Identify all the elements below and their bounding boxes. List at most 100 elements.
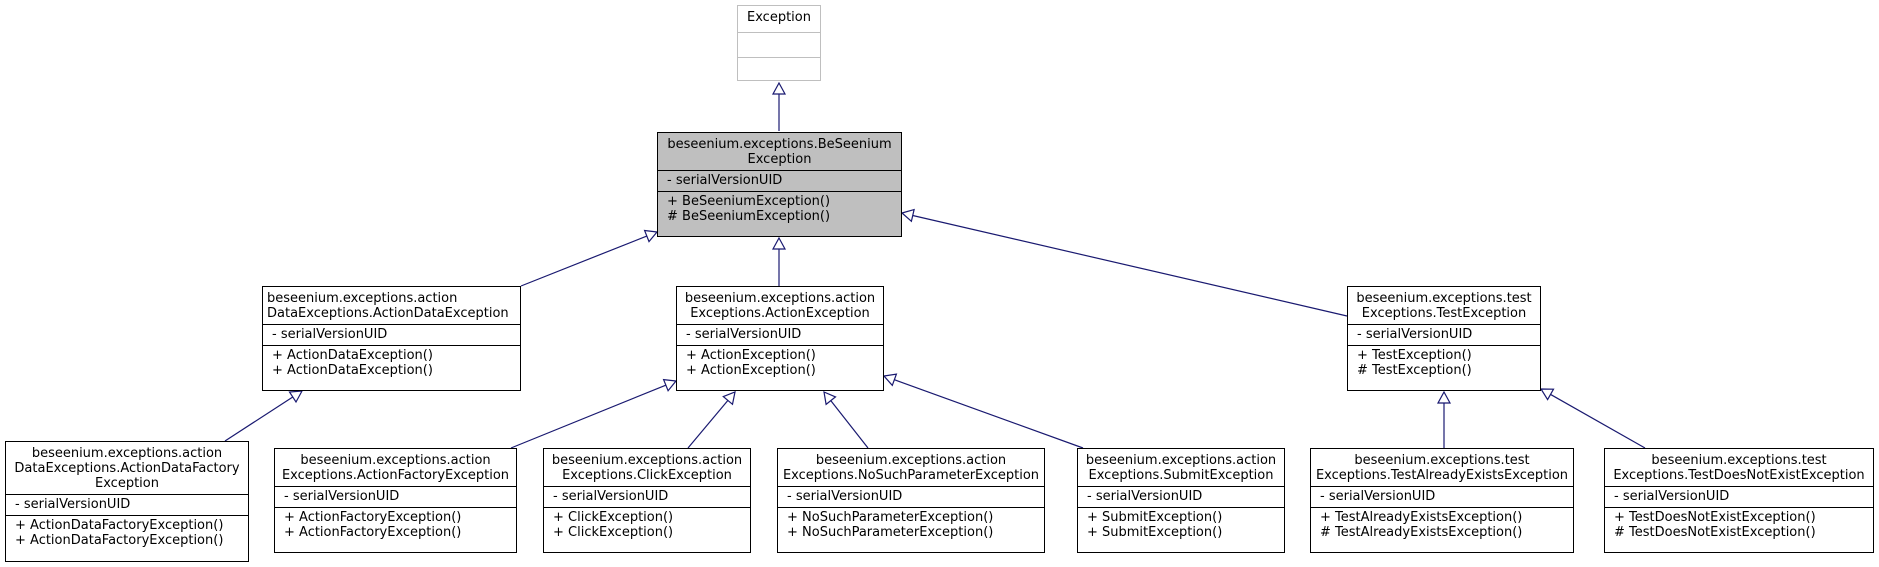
class-title: beseenium.exceptions.action Exceptions.A… [677,287,883,324]
class-title-line: Exception [95,476,159,491]
attribute: - serialVersionUID [1614,489,1730,504]
attribute: - serialVersionUID [667,173,783,188]
edge-line [830,400,869,449]
inheritance-arrowhead-icon [1539,388,1555,401]
class-title-line: DataExceptions.ActionDataFactory [14,461,240,476]
edge-line [224,396,294,442]
class-beseenium-exception[interactable]: beseenium.exceptions.BeSeenium Exception… [657,132,902,237]
class-title-line: beseenium.exceptions.action [551,453,743,468]
class-title: beseenium.exceptions.action Exceptions.S… [1078,449,1284,486]
attribute-section: - serialVersionUID [1311,486,1573,507]
class-title: beseenium.exceptions.action DataExceptio… [263,287,520,324]
inheritance-edge-nosuchparameter-to-action [823,391,869,449]
attribute-section: - serialVersionUID [658,170,901,191]
class-title-line: Exceptions.TestAlreadyExistsException [1315,468,1569,483]
class-title-line: Exceptions.ActionException [690,306,870,321]
attribute: - serialVersionUID [272,327,388,342]
class-submit-exception[interactable]: beseenium.exceptions.action Exceptions.S… [1077,448,1285,553]
attribute: - serialVersionUID [1357,327,1473,342]
class-title-line: DataExceptions.ActionDataException [267,306,509,321]
method: + ClickException() [553,510,674,525]
class-exception[interactable]: Exception [737,5,821,81]
inheritance-arrowhead-icon [722,391,736,406]
inheritance-edge-actionfactory-to-action [510,378,678,449]
class-action-exception[interactable]: beseenium.exceptions.action Exceptions.A… [676,286,884,391]
class-test-already-exists-exception[interactable]: beseenium.exceptions.test Exceptions.Tes… [1310,448,1574,553]
method-section [738,57,820,80]
method: + TestAlreadyExistsException() [1320,510,1523,525]
class-title-line: Exceptions.SubmitException [1088,468,1274,483]
attribute: - serialVersionUID [15,497,131,512]
class-action-data-exception[interactable]: beseenium.exceptions.action DataExceptio… [262,286,521,391]
inheritance-arrowhead-icon [900,208,915,223]
class-action-data-factory-exception[interactable]: beseenium.exceptions.action DataExceptio… [5,441,249,562]
class-title-line: Exception [747,152,812,167]
edge-line [510,384,667,449]
class-action-factory-exception[interactable]: beseenium.exceptions.action Exceptions.A… [274,448,517,553]
class-no-such-parameter-exception[interactable]: beseenium.exceptions.action Exceptions.N… [777,448,1045,553]
class-test-does-not-exist-exception[interactable]: beseenium.exceptions.test Exceptions.Tes… [1604,448,1874,553]
inheritance-edge-click-to-action [687,391,736,449]
method-section: + ActionDataFactoryException() + ActionD… [6,515,248,551]
attribute-section: - serialVersionUID [6,494,248,515]
inheritance-arrowhead-icon [643,229,659,243]
class-title-line: Exceptions.TestException [1361,306,1527,321]
class-click-exception[interactable]: beseenium.exceptions.action Exceptions.C… [543,448,751,553]
inheritance-edge-actiondatafactory-to-actiondata [224,390,304,442]
method-section: + BeSeeniumException() # BeSeeniumExcept… [658,191,901,227]
method: + ActionFactoryException() [284,525,462,540]
inheritance-arrowhead-icon [1436,390,1452,404]
attribute: - serialVersionUID [686,327,802,342]
method: + ActionException() [686,348,816,363]
inheritance-edge-actiondata-to-beseenium [520,229,659,287]
class-title-line: beseenium.exceptions.action [1085,453,1277,468]
inheritance-edge-submit-to-action [882,373,1084,449]
edge-line [687,400,729,449]
class-title-line: Exception [747,10,811,25]
class-title: beseenium.exceptions.test Exceptions.Tes… [1605,449,1873,486]
inheritance-edge-testalreadyexists-to-test [1436,390,1452,448]
inheritance-edge-beseenium-to-exception [771,81,787,131]
attribute-section: - serialVersionUID [1605,486,1873,507]
class-title-line: Exceptions.TestDoesNotExistException [1613,468,1865,483]
class-title: Exception [738,6,820,32]
inheritance-arrowhead-icon [882,373,898,387]
edge-line [894,379,1084,449]
class-title-line: Exceptions.ActionFactoryException [281,468,510,483]
edge-line [1550,393,1646,449]
class-title-line: Exceptions.ClickException [562,468,732,483]
edge-line [912,214,1348,317]
class-title-line: Exceptions.NoSuchParameterException [782,468,1040,483]
method-section: + SubmitException() + SubmitException() [1078,507,1284,543]
attribute-section: - serialVersionUID [778,486,1044,507]
method-section: + TestAlreadyExistsException() # TestAlr… [1311,507,1573,543]
method: + ActionDataFactoryException() [15,533,224,548]
method-section: + ActionFactoryException() + ActionFacto… [275,507,516,543]
class-title-line: beseenium.exceptions.action [815,453,1007,468]
attribute-section: - serialVersionUID [1348,324,1540,345]
inheritance-arrowhead-icon [288,390,304,404]
method: # BeSeeniumException() [667,209,831,224]
class-title-line: beseenium.exceptions.action [267,291,458,306]
method: + TestDoesNotExistException() [1614,510,1816,525]
method-section: + TestDoesNotExistException() # TestDoes… [1605,507,1873,543]
method: + BeSeeniumException() [667,194,831,209]
class-title-line: beseenium.exceptions.test [1356,291,1532,306]
method: + SubmitException() [1087,510,1223,525]
inheritance-arrowhead-icon [662,378,678,392]
class-title: beseenium.exceptions.test Exceptions.Tes… [1348,287,1540,324]
method: + ActionDataException() [272,363,433,378]
inheritance-arrowhead-icon [823,391,837,406]
class-title: beseenium.exceptions.action DataExceptio… [6,442,248,494]
inheritance-arrowhead-icon [771,236,787,250]
class-title: beseenium.exceptions.action Exceptions.N… [778,449,1044,486]
attribute-section: - serialVersionUID [544,486,750,507]
class-test-exception[interactable]: beseenium.exceptions.test Exceptions.Tes… [1347,286,1541,391]
attribute-section: - serialVersionUID [275,486,516,507]
method: + NoSuchParameterException() [787,510,994,525]
class-title-line: beseenium.exceptions.test [1354,453,1530,468]
class-title: beseenium.exceptions.BeSeenium Exception [658,133,901,170]
attribute-section: - serialVersionUID [263,324,520,345]
attribute-section [738,32,820,57]
